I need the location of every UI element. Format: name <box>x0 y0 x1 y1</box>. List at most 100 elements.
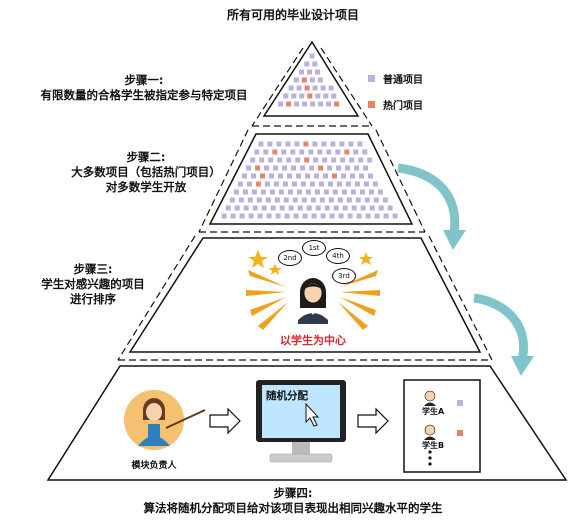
project-marker <box>312 85 318 91</box>
project-marker <box>281 149 287 155</box>
project-marker <box>283 93 289 99</box>
project-marker <box>225 205 231 211</box>
project-marker <box>304 157 310 163</box>
step-4-text: 步骤四: 算法将随机分配项目给对该项目表现出相同兴趣水平的学生 <box>0 486 586 516</box>
project-marker <box>345 165 351 171</box>
project-marker <box>327 165 333 171</box>
step-2-heading: 步骤二: <box>126 150 166 164</box>
project-marker <box>321 141 327 147</box>
project-marker <box>299 149 305 155</box>
rank-bubble-3: 4th <box>326 248 350 264</box>
project-marker <box>358 157 364 163</box>
step-1-line-1: 有限数量的合格学生被指定参与特定项目 <box>40 88 248 102</box>
tier-1-dash-right <box>320 47 373 127</box>
diagram-title: 所有可用的毕业设计项目 <box>226 8 359 22</box>
project-marker <box>251 173 256 179</box>
project-marker <box>288 85 294 91</box>
project-marker <box>310 101 316 107</box>
project-marker <box>310 197 316 203</box>
project-marker <box>378 205 384 211</box>
project-marker <box>363 181 369 187</box>
project-marker <box>368 173 373 179</box>
project-marker <box>335 149 341 155</box>
step-3-heading: 步骤三: <box>73 262 113 276</box>
project-marker <box>279 205 285 211</box>
project-marker <box>362 149 368 155</box>
project-marker <box>291 165 297 171</box>
project-marker <box>354 165 360 171</box>
rank-bubble-2: 1st <box>302 240 326 256</box>
project-marker <box>323 189 329 195</box>
rank-badge-4th: 4th <box>332 252 344 260</box>
project-marker <box>284 213 290 219</box>
project-marker <box>342 205 348 211</box>
project-marker <box>372 181 378 187</box>
project-marker <box>293 77 299 83</box>
monitor-icon <box>256 380 346 463</box>
project-marker <box>302 213 308 219</box>
project-marker <box>309 165 315 171</box>
project-marker <box>273 181 279 187</box>
flow-arrow-2 <box>473 293 534 376</box>
project-marker <box>255 181 261 187</box>
project-marker <box>229 197 235 203</box>
project-marker <box>329 213 335 219</box>
legend-item-normal: 普通项目 <box>368 71 423 86</box>
project-marker <box>294 141 300 147</box>
project-marker <box>242 189 248 195</box>
rank-bubble-4: 3rd <box>332 268 356 284</box>
project-marker <box>357 141 363 147</box>
legend-label-normal: 普通项目 <box>383 75 423 86</box>
project-marker <box>264 165 270 171</box>
project-marker <box>278 189 284 195</box>
step-1-heading: 步骤一: <box>124 73 164 87</box>
rank-badge-1st: 1st <box>308 244 320 252</box>
project-marker <box>328 197 334 203</box>
project-marker <box>374 213 380 219</box>
project-marker <box>273 165 279 171</box>
module-leader-label: 模块负责人 <box>131 461 177 471</box>
project-marker <box>340 157 346 163</box>
tier-3-dash-right <box>428 235 493 361</box>
project-marker <box>269 173 274 179</box>
flow-arrow-1 <box>397 163 466 250</box>
student-b-project <box>457 430 463 436</box>
project-marker <box>383 213 389 219</box>
project-marker <box>270 205 276 211</box>
project-marker <box>331 157 337 163</box>
project-marker <box>369 205 375 211</box>
project-marker <box>359 173 364 179</box>
project-marker <box>300 181 306 187</box>
project-marker <box>309 53 315 59</box>
step-1-text: 步骤一: 有限数量的合格学生被指定参与特定项目 <box>14 73 274 103</box>
project-marker <box>319 197 325 203</box>
project-marker <box>282 181 288 187</box>
project-marker <box>254 149 260 155</box>
project-marker <box>336 181 342 187</box>
project-marker <box>317 77 323 83</box>
arrow-right-2 <box>357 407 389 435</box>
step-2-line-2: 对多数学生开放 <box>105 180 187 194</box>
allocation-result-box <box>403 379 481 473</box>
rank-badge-2nd: 2nd <box>283 254 297 262</box>
project-marker <box>263 149 269 155</box>
student-b-label: 学生B <box>422 441 445 450</box>
project-marker <box>291 181 297 187</box>
project-marker <box>392 213 398 219</box>
project-marker <box>261 205 267 211</box>
project-marker <box>283 197 289 203</box>
project-marker <box>318 181 324 187</box>
project-marker <box>311 213 317 219</box>
step-4-heading: 步骤四: <box>273 486 313 500</box>
project-marker <box>278 101 284 107</box>
project-marker <box>336 165 342 171</box>
project-marker <box>288 205 294 211</box>
project-marker <box>367 157 373 163</box>
project-marker <box>274 197 280 203</box>
star-icons <box>248 250 373 275</box>
project-marker <box>315 205 321 211</box>
project-marker <box>299 69 304 75</box>
project-marker <box>234 205 240 211</box>
student-center-label: 以学生为中心 <box>280 334 346 347</box>
project-marker <box>314 189 320 195</box>
